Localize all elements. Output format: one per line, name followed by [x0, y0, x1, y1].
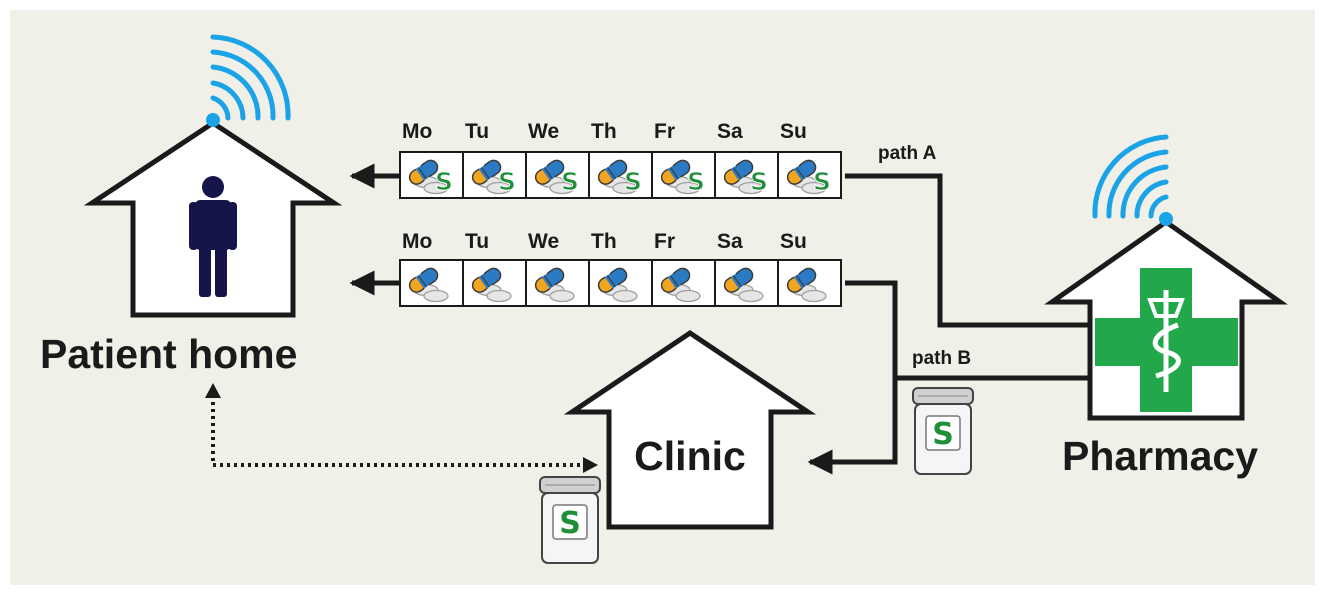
bottle-s-mark: S — [559, 506, 581, 541]
dotted-arrow-up — [205, 383, 221, 398]
dotted-arrow-right — [583, 457, 598, 473]
weekday-label: Mo — [402, 120, 432, 143]
person-icon — [189, 176, 237, 297]
supplement-s-mark: S — [687, 167, 705, 196]
clinic-house-outline — [563, 329, 817, 530]
weekday-label: Sa — [717, 230, 743, 253]
weekday-label: Sa — [717, 120, 743, 143]
connector-lines — [205, 163, 1090, 475]
supplement-bottle-icon: S — [539, 476, 601, 564]
weekday-label: Su — [780, 230, 807, 253]
path-a-line — [845, 173, 1090, 328]
pharmacy-label: Pharmacy — [1062, 433, 1258, 479]
dotted-communication-link — [211, 395, 588, 467]
supplement-s-mark: S — [624, 167, 642, 196]
weekday-label: Tu — [465, 120, 489, 143]
supplement-bottle-icon: S — [912, 387, 974, 475]
path-b-to-clinic-arrow — [807, 280, 898, 475]
path-b-label: path B — [912, 348, 971, 369]
wifi-signal-icon — [210, 34, 291, 121]
weekday-label: We — [528, 120, 559, 143]
supplement-s-mark: S — [435, 167, 453, 196]
bowl-icon — [1147, 298, 1185, 318]
weekday-label: Su — [780, 120, 807, 143]
pillbox-path-b: Mo Tu We Th Fr Sa Su — [399, 230, 842, 307]
pillbox-path-a: MoS TuS WeS ThS FrS SaS SuS — [399, 120, 842, 199]
weekday-label: Th — [591, 230, 617, 253]
snake-icon — [1152, 322, 1181, 379]
patient-home: Patient home — [40, 34, 343, 377]
clinic-label: Clinic — [634, 433, 746, 479]
pharmacy-cross-icon — [1095, 268, 1238, 412]
supplement-s-mark: S — [498, 167, 516, 196]
patient-home-label: Patient home — [40, 331, 297, 377]
path-a-label: path A — [878, 143, 937, 164]
weekday-label: We — [528, 230, 559, 253]
wifi-node-dot — [1159, 212, 1173, 226]
weekday-label: Fr — [654, 230, 675, 253]
wifi-signal-icon — [1092, 134, 1169, 219]
pharmacy: Pharmacy S — [912, 134, 1288, 479]
weekday-label: Th — [591, 120, 617, 143]
bottle-s-mark: S — [932, 417, 954, 452]
supplement-s-mark: S — [750, 167, 768, 196]
weekday-label: Tu — [465, 230, 489, 253]
weekday-label: Mo — [402, 230, 432, 253]
clinic: Clinic S — [539, 329, 817, 564]
weekday-label: Fr — [654, 120, 675, 143]
wifi-node-dot — [206, 113, 220, 127]
supplement-s-mark: S — [561, 167, 579, 196]
supplement-s-mark: S — [813, 167, 831, 196]
